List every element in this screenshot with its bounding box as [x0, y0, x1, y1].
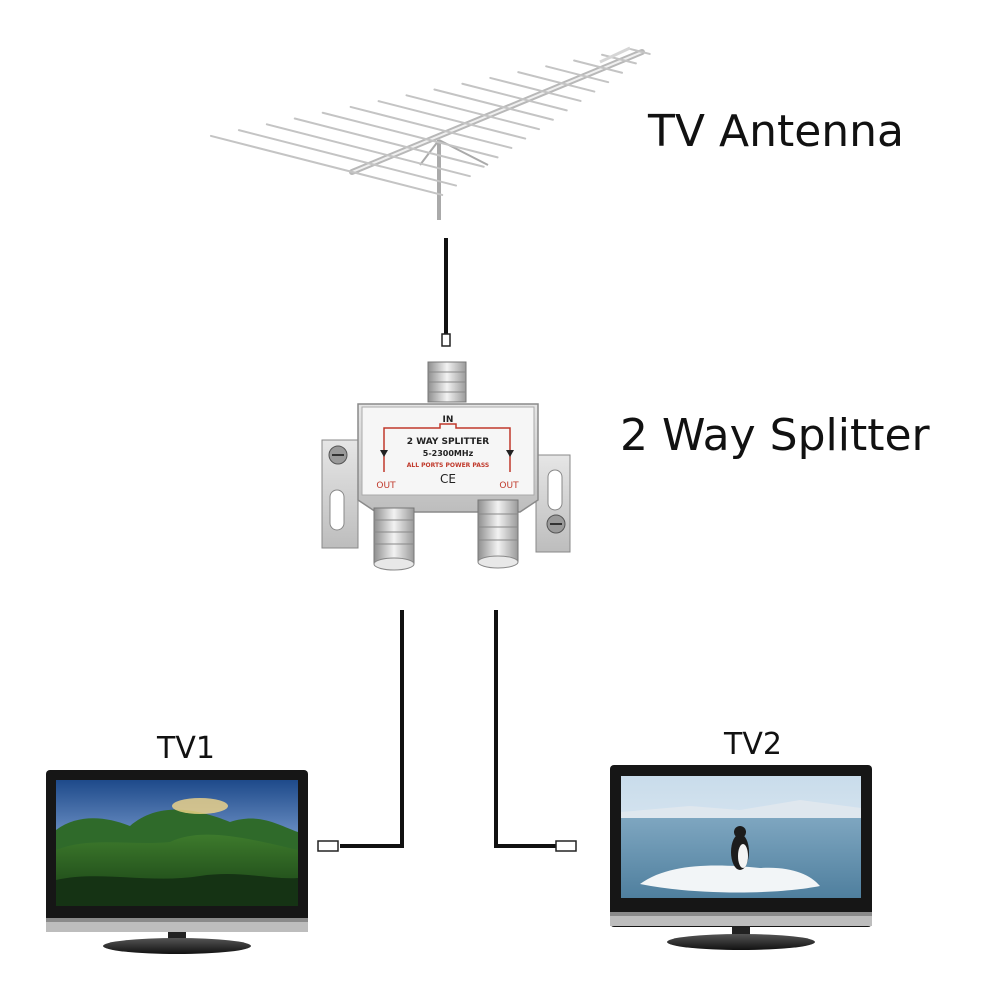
- splitter-frequency-label: 5-2300MHz: [423, 449, 474, 458]
- tv-antenna-label: TV Antenna: [648, 106, 905, 157]
- tv2-label: TV2: [724, 727, 782, 762]
- tv1-label: TV1: [157, 731, 215, 766]
- tv2-cable: [494, 610, 577, 852]
- antenna-element: [545, 65, 610, 84]
- antenna-element: [489, 76, 582, 102]
- antenna-element: [461, 82, 568, 112]
- antenna-element: [601, 53, 637, 65]
- antenna-element: [265, 123, 471, 178]
- splitter-ce-mark: CE: [440, 472, 456, 486]
- splitter-title-label: 2 WAY SPLITTER: [407, 437, 489, 447]
- tv2-screen: [621, 776, 861, 898]
- antenna-element: [209, 134, 444, 196]
- antenna-element: [405, 94, 541, 131]
- tv1-cable: [317, 610, 404, 852]
- splitter-out-right-label: OUT: [499, 481, 519, 491]
- tv1-television: [46, 770, 308, 954]
- splitter-in-label: IN: [443, 415, 454, 425]
- antenna-element: [349, 105, 513, 149]
- splitter-power-label: ALL PORTS POWER PASS: [407, 462, 490, 469]
- antenna-element: [433, 88, 554, 121]
- splitter-label: 2 Way Splitter: [620, 410, 930, 461]
- splitter-out-left-port: [373, 507, 415, 571]
- antenna-element: [377, 100, 527, 140]
- antenna-element: [321, 111, 499, 159]
- tv2-television: [610, 765, 872, 950]
- tv1-screen: [56, 780, 298, 906]
- splitter-out-left-label: OUT: [376, 481, 396, 491]
- tv-antenna: [209, 46, 651, 220]
- splitter-out-right-port: [477, 499, 519, 569]
- antenna-element: [293, 117, 485, 168]
- antenna-element: [237, 129, 458, 187]
- two-way-splitter: IN 2 WAY SPLITTER 5-2300MHz ALL PORTS PO…: [321, 361, 571, 571]
- antenna-element: [517, 71, 596, 93]
- antenna-cable: [441, 238, 451, 347]
- antenna-element: [628, 47, 651, 55]
- antenna-element: [573, 59, 624, 74]
